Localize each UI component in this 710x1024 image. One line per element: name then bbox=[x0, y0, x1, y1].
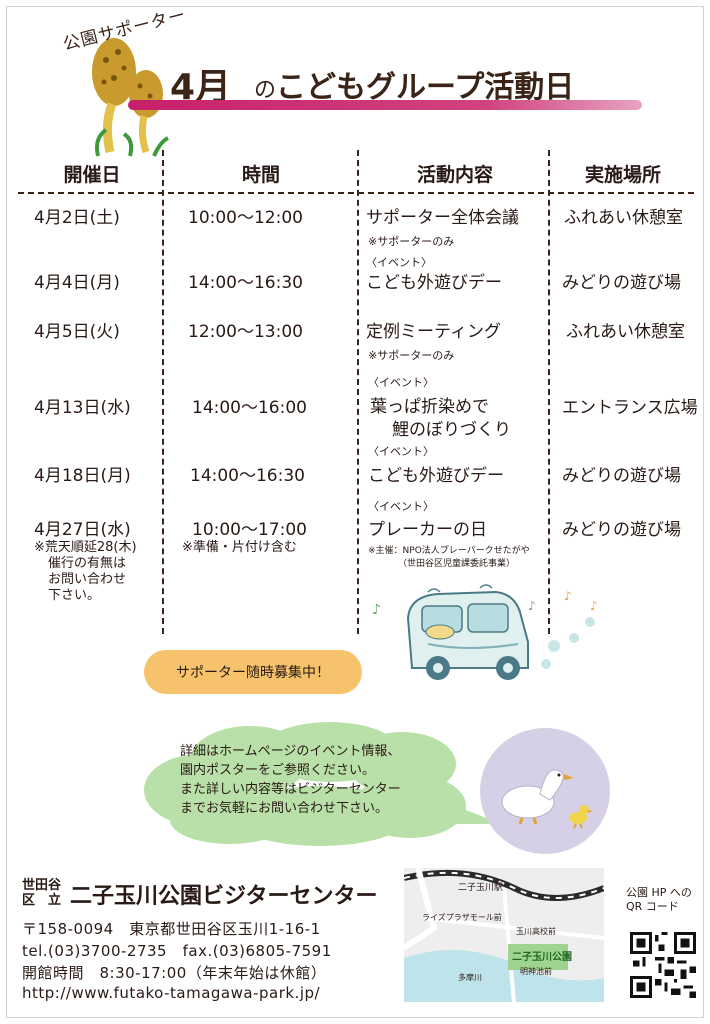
info-line: また詳しい内容等はビジターセンター bbox=[180, 782, 401, 797]
duck-illustration bbox=[480, 728, 610, 854]
row-activity: こども外遊びデー bbox=[368, 466, 504, 486]
info-line: 園内ポスターをご参照ください。 bbox=[180, 763, 376, 778]
info-cloud bbox=[144, 722, 502, 846]
map-station: 二子玉川駅 bbox=[458, 883, 504, 893]
row-time: 14:00〜16:30 bbox=[190, 466, 305, 486]
date-note: ※荒天順延28(木) 催行の有無は お問い合わせ 下さい。 bbox=[34, 540, 137, 604]
row-date: 4月2日(土) bbox=[34, 208, 120, 228]
phone-fax: tel.(03)3700-2735 fax.(03)6805-7591 bbox=[22, 942, 332, 960]
map-school: 玉川高校前 bbox=[516, 927, 556, 936]
row-activity-line2: 鯉のぼりづくり bbox=[392, 420, 511, 440]
column-divider bbox=[357, 150, 359, 634]
qr-label-line: QR コード bbox=[626, 900, 679, 913]
row-date: 4月27日(水) bbox=[34, 520, 131, 540]
row-activity: こども外遊びデー bbox=[366, 273, 502, 293]
column-divider bbox=[162, 150, 164, 634]
row-note: ※サポーターのみ bbox=[368, 349, 455, 362]
row-time: 12:00〜13:00 bbox=[188, 322, 303, 342]
qr-label-line: 公園 HP への bbox=[626, 886, 692, 899]
date-note-line: 催行の有無は bbox=[48, 556, 127, 571]
title-particle: の bbox=[254, 78, 277, 103]
row-tag: 〈イベント〉 bbox=[368, 376, 434, 389]
row-activity: 定例ミーティング bbox=[366, 322, 501, 342]
column-header-activity: 活動内容 bbox=[416, 164, 493, 186]
row-time: 10:00〜12:00 bbox=[188, 208, 303, 228]
date-note-line: ※荒天順延28(木) bbox=[34, 540, 137, 555]
qr-label: 公園 HP への QR コード bbox=[626, 886, 706, 914]
title-text: こどもグループ活動日 bbox=[276, 70, 575, 105]
map-mall: ライズプラザモール前 bbox=[422, 913, 502, 922]
row-date: 4月18日(月) bbox=[34, 466, 131, 486]
play-car-illustration: ♪ ♪ ♪ ♪ bbox=[372, 584, 598, 680]
row-time: 14:00〜16:00 bbox=[192, 398, 307, 418]
row-activity: 葉っぱ折染めで bbox=[370, 397, 489, 417]
map-park: 二子玉川公園 bbox=[512, 952, 572, 963]
info-line: までお気軽にお問い合わせ下さい。 bbox=[180, 801, 389, 816]
row-place: エントランス広場 bbox=[562, 398, 698, 418]
map-river: 多摩川 bbox=[458, 973, 482, 982]
time-note: ※準備・片付け含む bbox=[182, 540, 297, 555]
row-date: 4月5日(火) bbox=[34, 322, 120, 342]
svg-text:♪: ♪ bbox=[528, 599, 536, 613]
row-activity: プレーカーの日 bbox=[368, 520, 487, 540]
ward-line: 区 立 bbox=[22, 893, 62, 908]
title-underline bbox=[128, 100, 642, 110]
qr-code-icon[interactable] bbox=[630, 932, 696, 998]
date-note-line: 下さい。 bbox=[48, 588, 101, 603]
svg-text:♪: ♪ bbox=[564, 589, 572, 603]
organizer-note: ※主催：NPO法人プレーパークせたがや bbox=[368, 546, 530, 556]
opening-hours: 開館時間 8:30-17:00（年末年始は休館） bbox=[22, 964, 327, 982]
row-date: 4月13日(水) bbox=[34, 398, 131, 418]
row-activity: サポーター全体会議 bbox=[366, 208, 519, 228]
page-title: のこどもグループ活動日 bbox=[254, 62, 574, 106]
page-frame bbox=[6, 6, 704, 1018]
column-header-time: 時間 bbox=[241, 164, 280, 186]
visitor-center-name: 二子玉川公園ビジターセンター bbox=[70, 884, 378, 909]
row-date: 4月4日(月) bbox=[34, 273, 120, 293]
row-tag: 〈イベント〉 bbox=[368, 500, 434, 513]
row-tag: 〈イベント〉 bbox=[368, 445, 434, 458]
map-graphic bbox=[404, 868, 604, 1002]
svg-text:♪: ♪ bbox=[372, 602, 381, 618]
header-divider bbox=[18, 192, 694, 194]
ward-line: 世田谷 bbox=[22, 878, 62, 893]
svg-text:♪: ♪ bbox=[590, 599, 598, 613]
column-header-place: 実施場所 bbox=[584, 164, 661, 186]
row-time: 14:00〜16:30 bbox=[188, 273, 303, 293]
address: 〒158-0094 東京都世田谷区玉川1-16-1 bbox=[22, 920, 321, 938]
website-link[interactable]: http://www.futako-tamagawa-park.jp/ bbox=[22, 984, 321, 1002]
duck-icon bbox=[501, 769, 593, 829]
row-note: ※サポーターのみ bbox=[368, 235, 455, 248]
column-header-date: 開催日 bbox=[63, 164, 121, 186]
row-place: みどりの遊び場 bbox=[562, 520, 681, 540]
date-note-line: お問い合わせ bbox=[48, 572, 127, 587]
column-divider bbox=[548, 150, 550, 634]
recruit-text: サポーター随時募集中！ bbox=[176, 665, 330, 681]
map-shrine: 明神池前 bbox=[520, 967, 552, 976]
ward-label: 世田谷 区 立 bbox=[22, 878, 64, 908]
info-line: 詳細はホームページのイベント情報、 bbox=[180, 744, 401, 759]
row-place: みどりの遊び場 bbox=[562, 273, 681, 293]
row-place: ふれあい休憩室 bbox=[564, 208, 683, 228]
row-place: ふれあい休憩室 bbox=[566, 322, 685, 342]
access-map: 二子玉川駅 ライズプラザモール前 玉川高校前 二子玉川公園 明神池前 多摩川 bbox=[404, 868, 604, 1002]
recruit-banner: サポーター随時募集中！ bbox=[144, 650, 362, 694]
info-text: 詳細はホームページのイベント情報、 園内ポスターをご参照ください。 また詳しい内… bbox=[180, 742, 401, 818]
organizer-note: （世田谷区児童課委託事業） bbox=[398, 559, 516, 569]
row-place: みどりの遊び場 bbox=[562, 466, 681, 486]
row-tag: 〈イベント〉 bbox=[366, 256, 432, 269]
mushroom-illustration bbox=[92, 38, 169, 157]
row-time: 10:00〜17:00 bbox=[192, 520, 307, 540]
